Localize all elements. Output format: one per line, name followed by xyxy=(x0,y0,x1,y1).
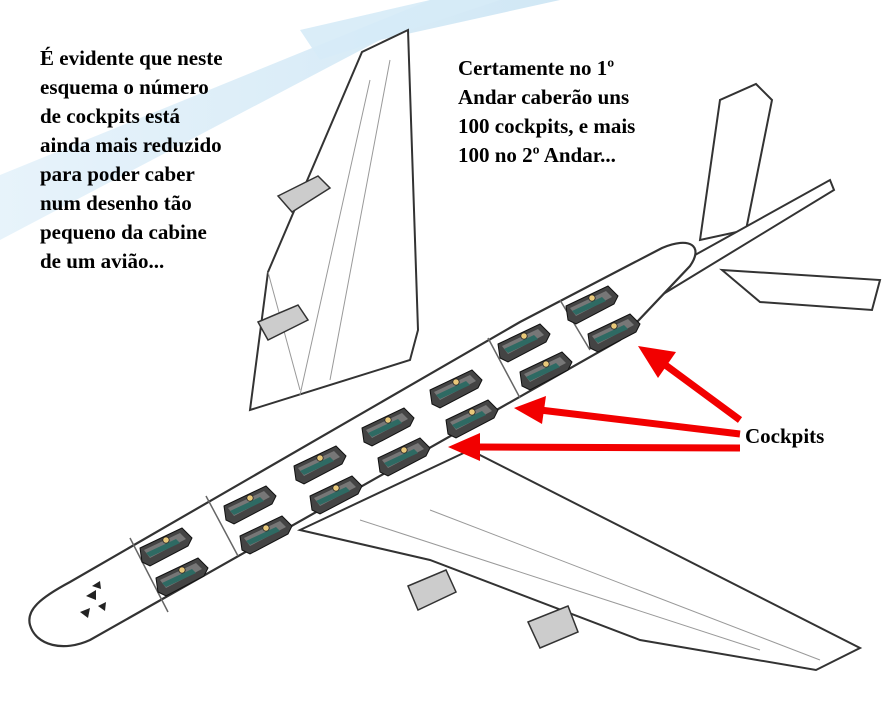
note-left-line: pequeno da cabine xyxy=(40,220,207,244)
note-left: É evidente que neste esquema o número de… xyxy=(40,44,223,276)
note-right-line: Certamente no 1º xyxy=(458,56,615,80)
note-right: Certamente no 1º Andar caberão uns 100 c… xyxy=(458,54,635,170)
red-arrow-icon xyxy=(448,433,741,461)
engine-upper-inner xyxy=(256,304,310,341)
horizontal-stabilizer-lower xyxy=(719,268,882,312)
vertical-stabilizer xyxy=(698,82,774,242)
engine-lower-inner xyxy=(407,569,457,612)
engine-lower-outer xyxy=(526,605,579,649)
note-left-line: É evidente que neste xyxy=(40,46,223,70)
note-right-line: Andar caberão uns xyxy=(458,85,630,109)
sky-streak xyxy=(300,0,500,60)
engine-upper-outer xyxy=(276,175,332,213)
note-right-line: 100 cockpits, e mais xyxy=(458,114,636,138)
cabin-partition xyxy=(129,299,591,613)
note-left-line: esquema o número xyxy=(40,75,209,99)
note-left-line: ainda mais reduzido xyxy=(40,133,222,157)
cockpits-callout-label: Cockpits xyxy=(745,424,825,448)
note-left-line: num desenho tão xyxy=(40,191,192,215)
red-arrow-icon xyxy=(514,396,741,438)
cockpit-windows xyxy=(80,581,106,618)
note-left-line: de um avião... xyxy=(40,249,165,273)
note-right-line: 100 no 2º Andar... xyxy=(458,143,616,167)
note-left-line: para poder caber xyxy=(40,162,195,186)
lower-wing xyxy=(296,448,863,672)
note-left-line: de cockpits está xyxy=(40,104,180,128)
red-arrow-icon xyxy=(638,346,743,423)
